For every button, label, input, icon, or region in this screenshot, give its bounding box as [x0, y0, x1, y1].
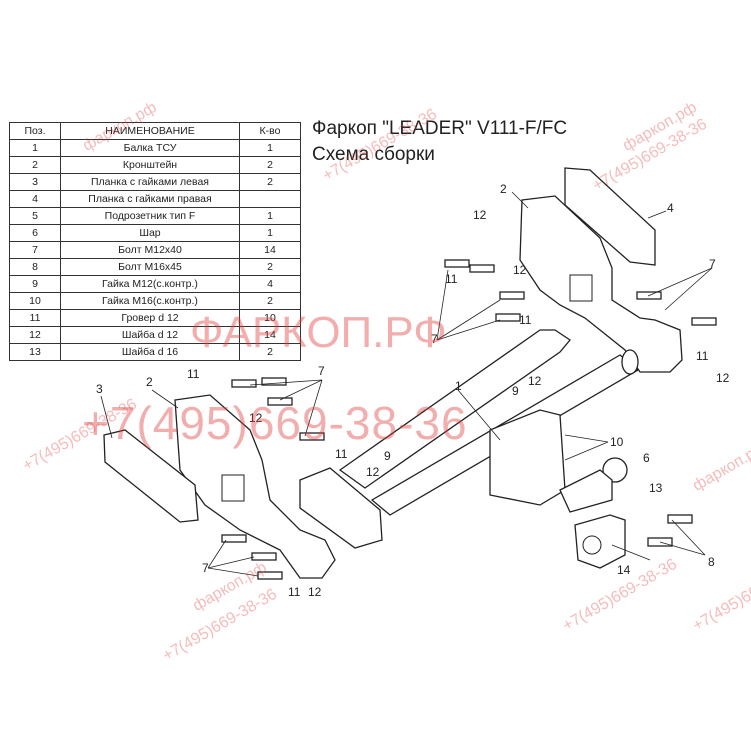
- callout-4: 4: [667, 201, 674, 215]
- callout-11: 11: [187, 367, 200, 381]
- callout-12: 12: [366, 465, 380, 479]
- left-plate: [103, 429, 199, 523]
- callout-11: 11: [445, 272, 458, 286]
- cell-qty: 2: [239, 156, 301, 174]
- tow-ball-neck: [559, 469, 613, 513]
- callout-2: 2: [146, 375, 153, 389]
- callout-6: 6: [643, 451, 650, 465]
- tow-ball: [602, 457, 628, 483]
- right-bracket-window: [569, 274, 593, 302]
- callout-11: 11: [288, 585, 301, 599]
- cell-qty: 2: [239, 258, 301, 276]
- leader-lines: [100, 191, 713, 577]
- callout-7: 7: [318, 364, 325, 378]
- left-mount-plate: [299, 467, 383, 549]
- cell-name: Шайба d 16: [60, 343, 240, 361]
- callout-13: 13: [649, 481, 663, 495]
- socket-hole: [582, 535, 602, 555]
- callout-11: 11: [696, 349, 709, 363]
- callout-7: 7: [709, 257, 716, 271]
- bolt: [231, 379, 257, 388]
- left-bracket: [174, 394, 336, 579]
- bolt: [495, 313, 521, 322]
- bolt: [691, 317, 717, 326]
- callout-12: 12: [528, 374, 542, 388]
- callout-7: 7: [431, 332, 438, 346]
- bolt: [299, 432, 325, 441]
- callout-8: 8: [708, 555, 715, 569]
- cell-name: Болт М16х45: [60, 258, 240, 276]
- cell-name: Гровер d 12: [60, 309, 240, 327]
- callout-10: 10: [610, 435, 624, 449]
- callout-9: 9: [512, 384, 519, 398]
- tow-beam-end: [621, 349, 639, 375]
- callout-7: 7: [202, 561, 209, 575]
- callout-12: 12: [249, 411, 263, 425]
- bolt: [257, 571, 283, 580]
- bolts-group: [221, 259, 717, 580]
- bolt: [667, 514, 693, 524]
- bolt: [261, 377, 287, 386]
- callout-2: 2: [500, 182, 507, 196]
- bolt: [469, 264, 495, 273]
- bolt: [499, 291, 525, 300]
- callout-11: 11: [519, 313, 532, 327]
- callout-12: 12: [308, 585, 322, 599]
- diagram-title: Фаркоп "LEADER" V111-F/FC: [312, 118, 568, 139]
- right-bracket: [519, 195, 683, 373]
- callout-11: 11: [335, 447, 348, 461]
- callout-12: 12: [473, 208, 487, 222]
- callout-3: 3: [96, 382, 103, 396]
- bolt: [251, 552, 277, 561]
- diagram-subtitle: Схема сборки: [312, 144, 435, 165]
- tow-beam: [338, 329, 571, 489]
- left-bracket-window: [221, 474, 245, 502]
- callout-12: 12: [716, 371, 730, 385]
- bolt: [221, 534, 247, 543]
- cell-pos: 13: [9, 343, 61, 361]
- callout-12: 12: [513, 263, 527, 277]
- bolt: [444, 259, 470, 268]
- callout-1: 1: [455, 379, 462, 393]
- callout-14: 14: [617, 563, 631, 577]
- bolt: [267, 397, 293, 406]
- cell-qty: 2: [239, 343, 301, 361]
- right-plate: [564, 167, 656, 266]
- callout-9: 9: [384, 449, 391, 463]
